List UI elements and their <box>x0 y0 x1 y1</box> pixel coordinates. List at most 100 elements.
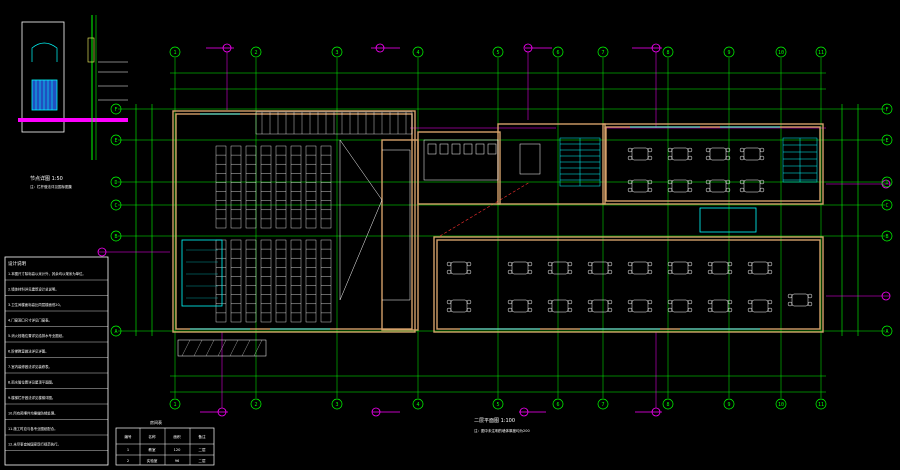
chair <box>627 307 633 313</box>
chair <box>787 293 793 299</box>
chair <box>527 307 533 313</box>
chair <box>767 307 773 313</box>
chair <box>767 261 773 267</box>
seat-row <box>290 145 302 229</box>
grid-label: A <box>885 329 888 335</box>
chair <box>747 307 753 313</box>
chair <box>527 299 533 305</box>
chair <box>527 261 533 267</box>
desk <box>450 299 468 313</box>
desk <box>551 299 569 313</box>
chair <box>727 261 733 267</box>
grid-bubble <box>110 230 122 242</box>
chair <box>587 299 593 305</box>
grid-bubble <box>723 398 735 410</box>
table-cell: 120 <box>174 448 182 452</box>
chair <box>759 155 765 161</box>
chair <box>759 187 765 193</box>
note-item: 6.阶梯教室做法详见详图。 <box>8 349 49 354</box>
desk <box>671 147 689 161</box>
chair <box>707 261 713 267</box>
chair <box>687 147 693 153</box>
chair <box>627 187 633 193</box>
grid-label: F <box>114 107 117 113</box>
grid-label: 3 <box>335 402 338 408</box>
seat-row <box>245 145 257 229</box>
desk <box>751 261 769 275</box>
chair <box>667 179 673 185</box>
note-item: 7.室内装修做法详见装修表。 <box>8 364 52 369</box>
grid-label: C <box>885 203 888 209</box>
note-item: 8.雨水管位置详见屋顶平面图。 <box>8 380 55 385</box>
note-item: 1.本图尺寸除标高以米计外，其余均以毫米为单位。 <box>8 271 86 276</box>
grid-label: C <box>114 203 117 209</box>
chair <box>725 147 731 153</box>
chair <box>707 307 713 313</box>
chair <box>567 307 573 313</box>
stairs <box>559 137 818 187</box>
chair <box>759 147 765 153</box>
notes-list: 1.本图尺寸除标高以米计外，其余均以毫米为单位。 2.墙体材料详见建筑设计总说明。… <box>5 271 108 451</box>
chair <box>466 307 472 313</box>
notes-frame <box>4 256 109 466</box>
chair <box>747 299 753 305</box>
grid-label: 3 <box>335 50 338 56</box>
classroom-desks <box>446 147 813 313</box>
chair <box>667 299 673 305</box>
grid-label: B <box>114 234 117 240</box>
seat-row <box>305 145 317 229</box>
chair <box>707 269 713 275</box>
chair <box>667 307 673 313</box>
chair <box>759 179 765 185</box>
chair <box>587 307 593 313</box>
grid-bubble <box>881 103 893 115</box>
seat-row <box>245 239 257 323</box>
chair <box>687 155 693 161</box>
chair <box>739 155 745 161</box>
note-item: 4.门窗洞口尺寸详见门窗表。 <box>8 318 52 323</box>
chair <box>747 269 753 275</box>
chair <box>727 307 733 313</box>
seat-row <box>215 145 227 229</box>
grid-label: A <box>114 329 117 335</box>
table-header: 面积 <box>173 434 181 439</box>
grid-bubble <box>552 46 564 58</box>
grid-bubble <box>881 230 893 242</box>
table-title: 房间表 <box>150 419 162 425</box>
grid-bubble <box>881 134 893 146</box>
seat-row <box>230 145 242 229</box>
chair <box>627 299 633 305</box>
note-item: 11.施工时应与各专业图纸配合。 <box>8 426 57 431</box>
chair <box>567 269 573 275</box>
grid-label: 9 <box>727 402 730 408</box>
seat-row <box>320 145 332 229</box>
chair <box>705 147 711 153</box>
chair <box>727 299 733 305</box>
grid-label: 4 <box>416 402 419 408</box>
chair <box>627 269 633 275</box>
chair <box>507 299 513 305</box>
grid-label: 7 <box>601 402 604 408</box>
chair <box>446 307 452 313</box>
chair <box>739 147 745 153</box>
seat-row <box>320 239 332 323</box>
chair <box>507 261 513 267</box>
desk <box>631 147 649 161</box>
grid-label: 11 <box>818 50 824 56</box>
chair <box>607 299 613 305</box>
desk <box>743 179 761 193</box>
chair <box>647 269 653 275</box>
detail-frame <box>21 21 65 133</box>
grid-label: E <box>114 138 117 144</box>
projection-screen <box>181 239 223 307</box>
chair <box>627 155 633 161</box>
grid-bubble <box>662 398 674 410</box>
grid-bubble <box>492 398 504 410</box>
grid-label: 8 <box>666 402 669 408</box>
note-item: 2.墙体材料详见建筑设计总说明。 <box>8 287 59 292</box>
chair <box>705 179 711 185</box>
grid-label: E <box>885 138 888 144</box>
note-item: 5.消火栓箱位置详见给排水专业图纸。 <box>8 333 65 338</box>
desk <box>631 261 649 275</box>
grid-label: 8 <box>666 50 669 56</box>
